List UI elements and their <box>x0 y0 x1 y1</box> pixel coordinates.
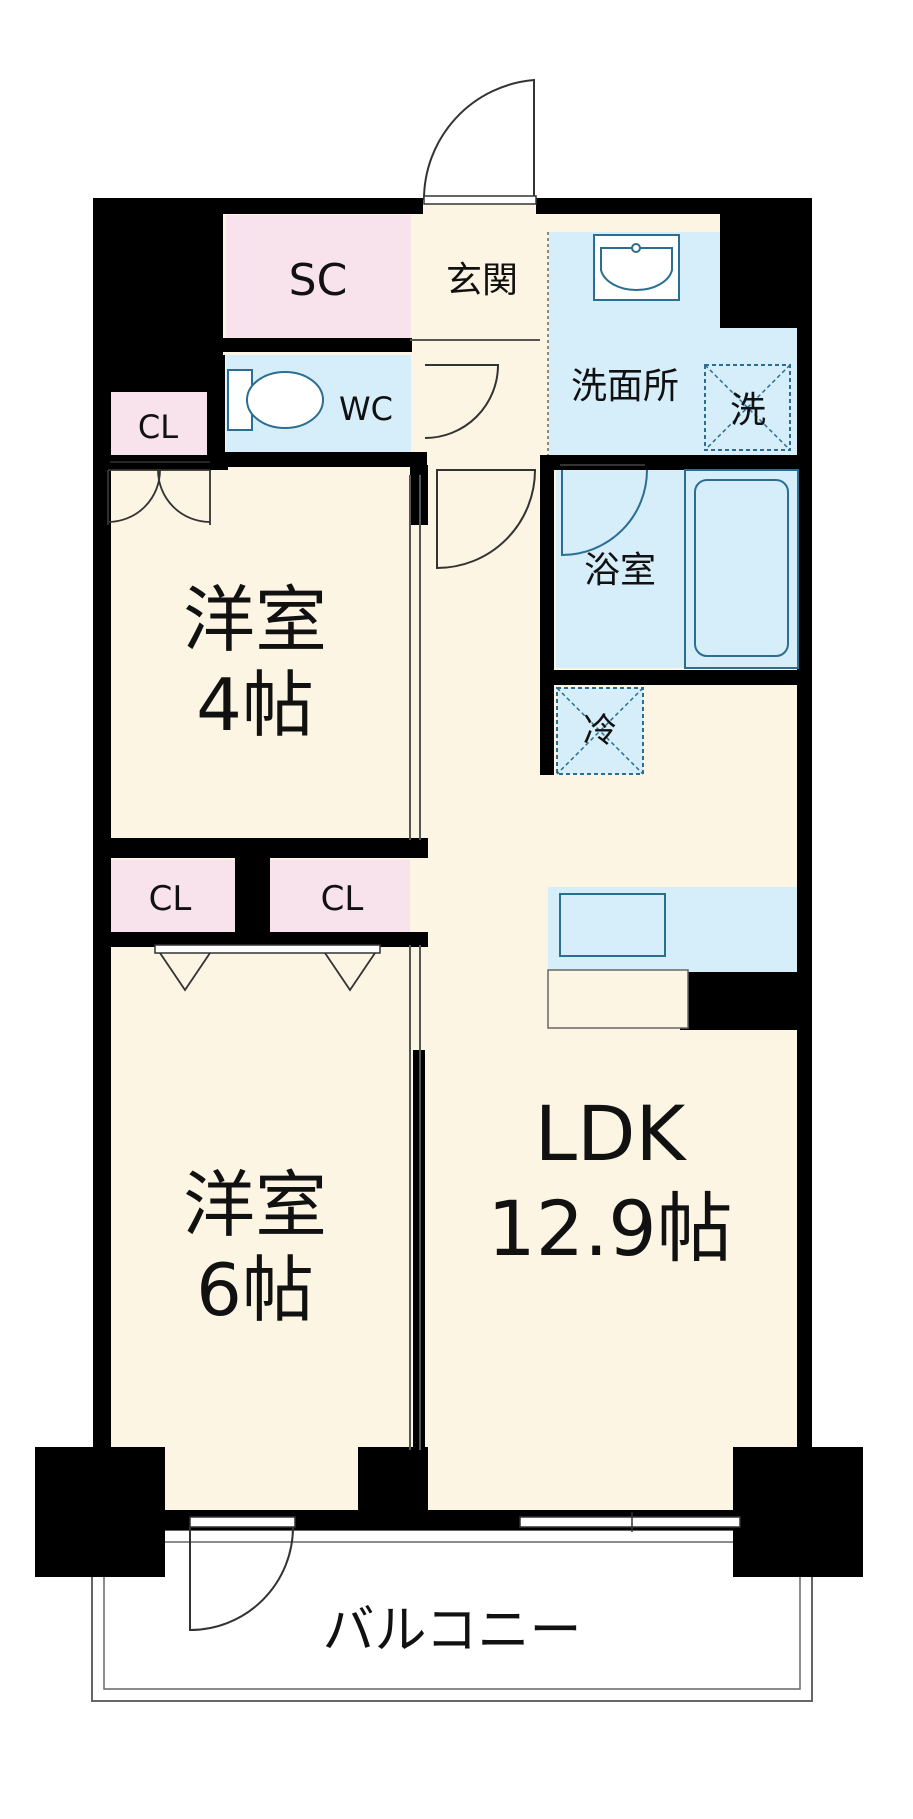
cl-mid-door-icon <box>154 944 381 992</box>
sink-icon <box>593 234 680 301</box>
room-label-cl-mid-right: CL <box>321 879 364 919</box>
sc-floor <box>226 215 411 338</box>
room-label-cl-mid-left: CL <box>149 879 192 919</box>
balcony-railing <box>103 1541 801 1690</box>
kitchen-sink-icon <box>559 893 666 957</box>
cl-top-floor <box>110 390 207 455</box>
room-a-door-icon <box>436 469 537 570</box>
wc-door-icon <box>424 364 500 439</box>
bathtub-icon <box>684 469 799 669</box>
room-size-yoshitsu-b: 6帖 <box>196 1248 314 1332</box>
washer-icon <box>704 364 791 451</box>
bath-door-icon <box>561 469 648 557</box>
room-label-senmen: 洗面所 <box>571 366 679 407</box>
room-label-wc: WC <box>339 390 393 428</box>
yoshitsu-a-floor <box>110 470 410 840</box>
cl-mid-left-floor <box>110 860 235 935</box>
balcony-door-icon <box>189 1516 296 1632</box>
fridge-icon <box>556 687 644 775</box>
room-label-yoshitsu-a: 洋室 <box>183 578 327 662</box>
toilet-icon <box>227 369 324 431</box>
cl-top-door-icon <box>107 469 211 525</box>
walls <box>35 198 863 1577</box>
room-label-rei: 冷 <box>583 711 617 751</box>
cl-mid-right-floor <box>270 860 410 935</box>
room-size-yoshitsu-a: 4帖 <box>196 663 314 747</box>
room-label-genkan: 玄関 <box>446 260 518 301</box>
room-label-sen: 洗 <box>730 390 766 431</box>
ldk-window <box>519 1512 741 1532</box>
balcony-area <box>91 1529 813 1702</box>
room-label-ldk: LDK <box>535 1089 688 1178</box>
room-label-balcony: バルコニー <box>323 1601 582 1661</box>
room-label-yokushitsu: 浴室 <box>584 550 656 591</box>
room-size-ldk: 12.9帖 <box>487 1184 732 1273</box>
room-label-yoshitsu-b: 洋室 <box>183 1163 327 1247</box>
entry-door-icon <box>422 78 535 201</box>
genkan-floor <box>426 205 534 345</box>
room-label-cl-top: CL <box>138 408 178 446</box>
room-label-sc: SC <box>289 255 348 306</box>
